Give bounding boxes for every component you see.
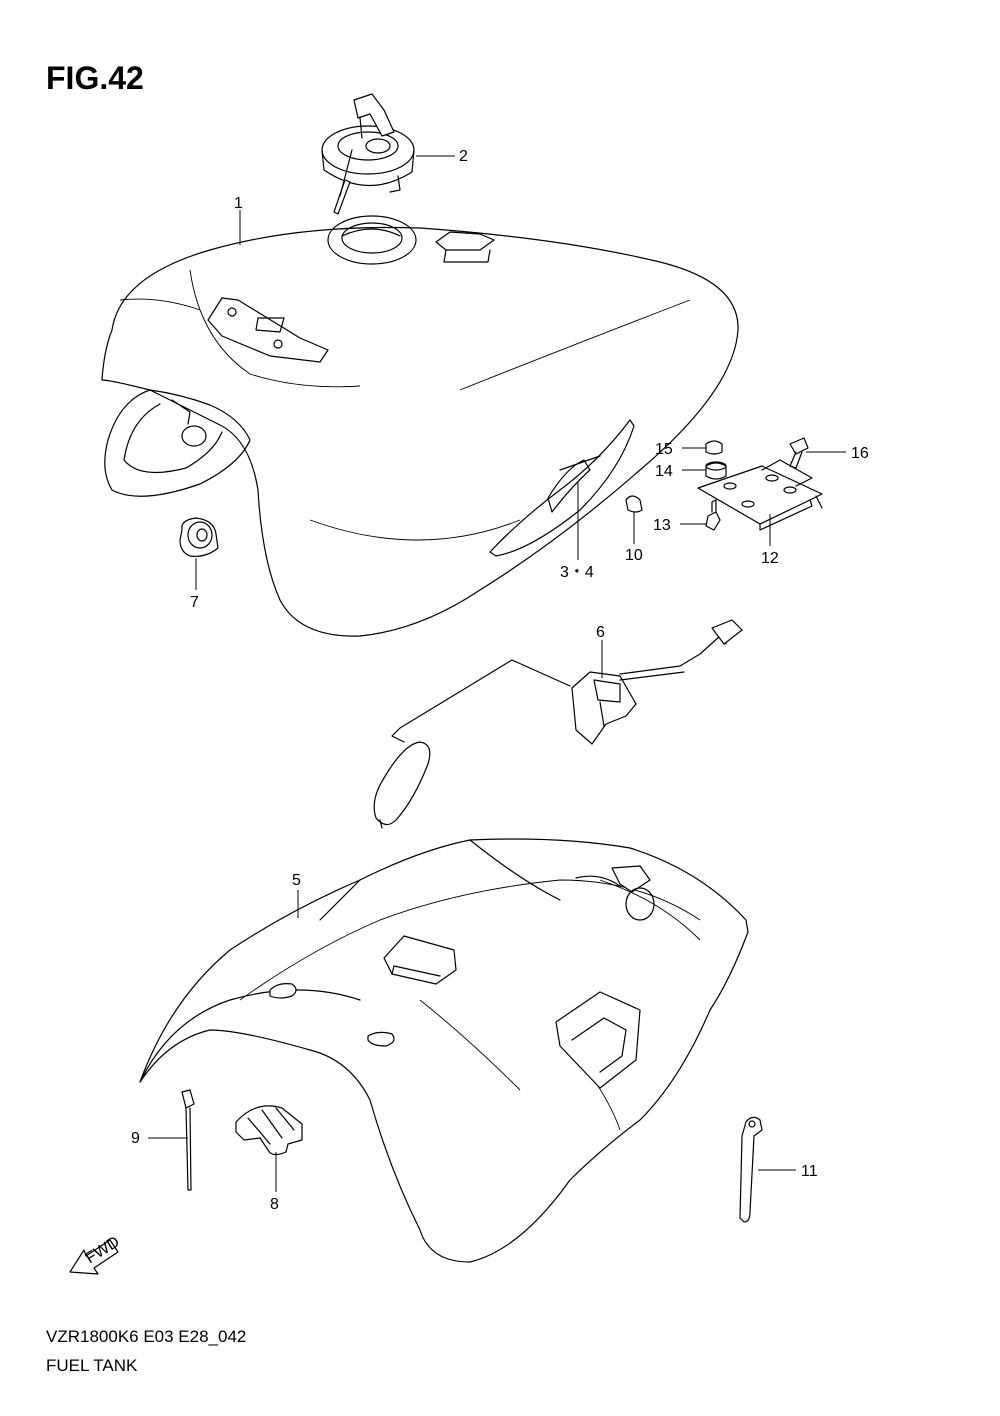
figure-name-label: FUEL TANK [46, 1356, 138, 1375]
cushion-clamp-part[interactable] [235, 1105, 303, 1156]
callout-15: 15 [655, 441, 673, 458]
figure-title: FIG.42 [46, 60, 144, 96]
callout-1: 1 [234, 195, 243, 212]
callout-16: 16 [851, 445, 869, 462]
callout-13: 13 [653, 517, 671, 534]
callout-11: 11 [801, 1163, 818, 1180]
cable-tie-part[interactable] [181, 1089, 195, 1191]
callout-12: 12 [761, 550, 779, 567]
fuel-cap-part[interactable] [321, 93, 415, 215]
fuel-tank-part[interactable] [101, 215, 739, 637]
callout-5: 5 [292, 872, 301, 889]
forward-direction-arrow: FWD [69, 1233, 123, 1275]
heat-shield-part[interactable] [139, 838, 749, 1263]
callout-8: 8 [270, 1196, 279, 1213]
callout-3-4: 3・4 [560, 564, 594, 581]
strap-part[interactable] [739, 1116, 763, 1223]
callout-6: 6 [596, 624, 605, 641]
callout-9: 9 [131, 1130, 140, 1147]
cushion-part[interactable] [179, 517, 219, 557]
callout-7: 7 [190, 594, 199, 611]
fuel-level-sensor-part[interactable] [373, 619, 743, 829]
callout-2: 2 [459, 148, 468, 165]
callout-14: 14 [655, 463, 673, 480]
bracket-assembly-part[interactable] [625, 437, 823, 531]
callout-10: 10 [625, 547, 643, 564]
model-code-label: VZR1800K6 E03 E28_042 [46, 1327, 247, 1346]
